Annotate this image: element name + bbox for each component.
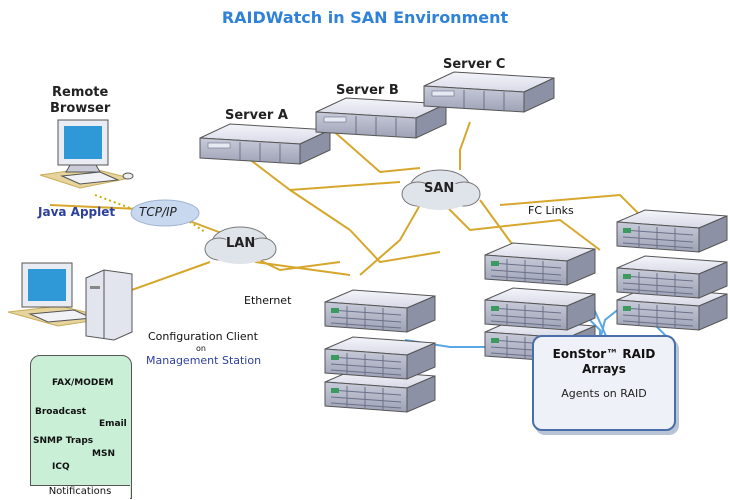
tcpip-bubble xyxy=(130,199,200,227)
notifications-label: Notifications xyxy=(30,485,130,500)
server-a xyxy=(199,123,331,165)
ethernet-label: Ethernet xyxy=(244,294,292,307)
lan-cloud-icon xyxy=(204,226,277,264)
eonstor-title: EonStor™ RAID Arrays xyxy=(534,347,674,377)
diagram-title: RAIDWatch in SAN Environment xyxy=(221,8,509,27)
snmp-traps-label: SNMP Traps xyxy=(33,436,94,446)
config-client-line1: Configuration Client xyxy=(148,330,258,343)
broadcast-label: Broadcast xyxy=(35,407,87,417)
java-applet-label: Java Applet xyxy=(38,205,116,219)
san-links xyxy=(239,121,651,276)
config-client-line2: on xyxy=(196,344,206,353)
san-label: SAN xyxy=(424,181,455,196)
eonstor-agents-label: Agents on RAID xyxy=(561,387,647,400)
management-station-computer-icon xyxy=(7,262,133,341)
config-client-line3: Management Station xyxy=(146,354,262,367)
server-c-label: Server C xyxy=(443,57,506,72)
eonstor-callout: EonStor™ RAID Arrays Agents on RAID xyxy=(532,335,676,431)
lan-label: LAN xyxy=(226,236,256,251)
icq-label: ICQ xyxy=(52,462,70,472)
raid-stack-1 xyxy=(324,289,436,413)
san-cloud-icon xyxy=(401,169,481,210)
remote-browser-computer-icon xyxy=(39,119,134,189)
server-c xyxy=(423,71,555,113)
fax-modem-label: FAX/MODEM xyxy=(52,378,114,388)
tcpip-label: TCP/IP xyxy=(139,205,177,219)
remote-browser-label-line1: Remote xyxy=(52,85,109,100)
server-b-label: Server B xyxy=(336,83,399,98)
fc-links-label: FC Links xyxy=(528,204,574,217)
remote-browser-label-line2: Browser xyxy=(50,101,111,116)
eonstor-title-line2: Arrays xyxy=(582,362,626,376)
email-label: Email xyxy=(99,419,127,429)
notifications-panel xyxy=(30,355,132,499)
raid-stack-3 xyxy=(616,209,728,331)
eonstor-title-line1: EonStor™ RAID xyxy=(552,347,656,361)
msn-label: MSN xyxy=(92,449,115,459)
server-a-label: Server A xyxy=(225,108,288,123)
